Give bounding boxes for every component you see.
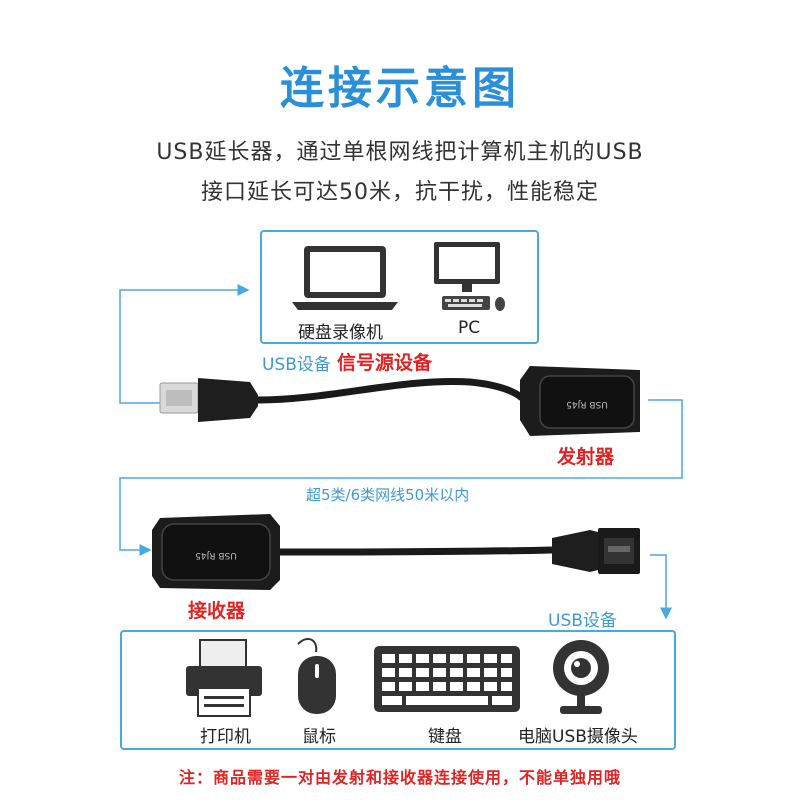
receiver-body-text: USB RJ45 bbox=[195, 550, 237, 560]
device-label-webcam: 电脑USB摄像头 bbox=[518, 727, 638, 747]
source-usb-label: USB设备 bbox=[262, 355, 331, 375]
subtitle-line-2: 接口延长可达50米，抗干扰，性能稳定 bbox=[201, 180, 599, 205]
device-label-printer: 打印机 bbox=[200, 727, 251, 747]
arrow-transmitter-link bbox=[119, 399, 683, 556]
source-devices-box: 硬盘录像机 PC bbox=[260, 230, 539, 344]
receiver-label: 接收器 bbox=[188, 600, 246, 622]
usage-note: 注：商品需要一对由发射和接收器连接使用，不能单独用哦 bbox=[178, 768, 621, 787]
mouse-icon bbox=[297, 637, 336, 714]
desktop-pc-icon bbox=[434, 242, 505, 311]
cable-spec-label: 超5类/6类网线50米以内 bbox=[306, 486, 470, 504]
device-label-dvr: 硬盘录像机 bbox=[298, 323, 383, 343]
arrow-receiver-link bbox=[650, 554, 672, 620]
source-device-label: 信号源设备 bbox=[337, 352, 433, 374]
page-title: 连接示意图 bbox=[280, 63, 520, 114]
webcam-icon bbox=[553, 640, 609, 714]
device-label-pc: PC bbox=[458, 318, 481, 338]
transmitter-label: 发射器 bbox=[557, 446, 615, 468]
peripheral-devices-box: 打印机 鼠标 键盘 电脑USB摄像头 bbox=[120, 630, 676, 750]
keyboard-icon bbox=[374, 646, 520, 712]
laptop-icon bbox=[292, 246, 398, 310]
receiver-usb-label: USB设备 bbox=[548, 611, 617, 631]
subtitle-line-1: USB延长器，通过单根网线把计算机主机的USB bbox=[156, 140, 644, 165]
device-label-keyboard: 键盘 bbox=[428, 727, 462, 747]
printer-icon bbox=[186, 639, 262, 717]
transmitter-body-text: USB RJ45 bbox=[566, 399, 608, 409]
device-label-mouse: 鼠标 bbox=[302, 727, 336, 747]
